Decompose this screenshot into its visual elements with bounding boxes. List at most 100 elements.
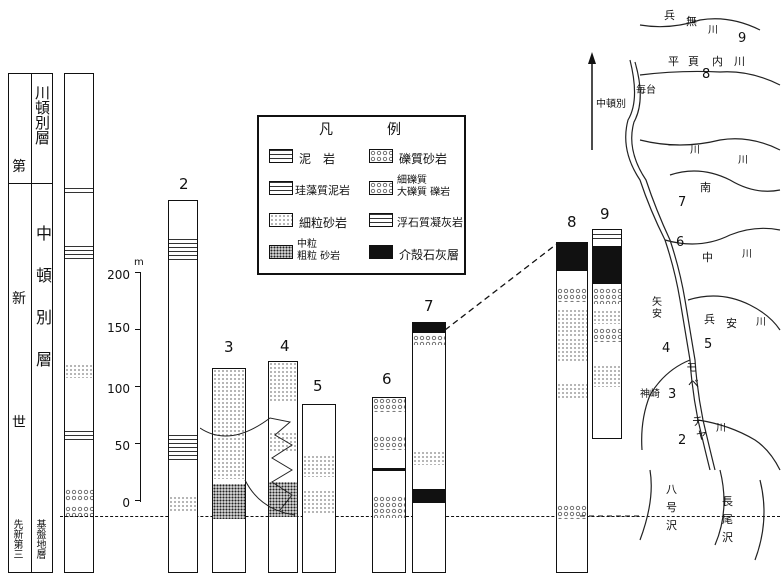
y-axis-tickmarks [135,272,140,502]
fine-sandstone-band [303,455,335,477]
section-column-8 [556,242,588,573]
legend-swatch-gravelly-sandstone [369,149,393,163]
map-label: 尾 [722,513,733,526]
base-unit-label: 基盤地層 [34,519,45,559]
era-label-middle: 新 [12,291,26,307]
map-label: 神崎 [640,389,660,400]
legend-label-gravelly-sandstone: 礫質砂岩 [399,152,448,166]
fine-sandstone-band [213,369,245,479]
y-tick-100: 100 [107,382,130,396]
conglomerate-band [65,489,93,501]
era-label-top: 第 [12,159,26,175]
coarse-sandstone-band [269,482,297,517]
base-era-label: 先新第三 [11,519,22,559]
column-number-5: 5 [313,377,323,395]
map-label: 川 [716,423,726,434]
map-label: 内 [712,55,723,68]
column-number-7: 7 [424,297,434,315]
map-label: 川 [742,249,752,260]
map-label: 沢 [722,531,733,544]
map-label: ベ [688,377,699,390]
map-label: 平 [668,55,679,68]
y-tick-200: 200 [107,268,130,282]
map-label: 兵 [704,313,715,326]
legend-label-mudstone: 泥 岩 [299,152,336,166]
legend-box: 凡 例 泥 岩 礫質砂岩 珪藻質泥岩 細礫質 大礫質 礫岩 細粒砂岩 浮石質凝灰… [257,115,466,275]
fine-sandstone-band [593,310,621,324]
section-column-9 [592,229,622,439]
fine-sandstone-band [303,490,335,515]
correlation-lines-3-4 [200,417,296,516]
legend-swatch-diatomaceous-mudstone [269,181,293,195]
legend-swatch-fine-sandstone [269,213,293,227]
unit-column [31,73,53,573]
fine-sandstone-band [593,365,621,387]
fine-sandstone-band [557,338,587,363]
section-column-5 [302,404,336,573]
map-label: 兵 [664,9,675,22]
map-label: 頁 [688,55,699,68]
map-label: 8 [702,67,711,82]
map-label: 中頓別 [596,99,626,110]
legend-label-conglomerate: 細礫質 大礫質 礫岩 [397,175,451,198]
map-label: 7 [678,195,687,210]
map-label: 安 [652,309,662,320]
map-label: 川 [690,145,700,156]
legend-swatch-mudstone [269,149,293,163]
conglomerate-band [557,288,587,302]
section-column-3 [212,368,246,573]
map-label: 川 [738,155,748,166]
shell-limestone-band [557,243,587,271]
conglomerate-band [593,288,621,304]
column-number-4: 4 [280,337,290,355]
map-label: 6 [676,235,685,250]
mudstone-band [65,186,93,196]
legend-swatch-conglomerate [369,181,393,195]
section-column-1 [64,73,94,573]
legend-swatch-pumiceous-tuff [369,213,393,227]
mudstone-band [593,232,621,242]
map-label: 川 [756,317,766,328]
column-number-6: 6 [382,370,392,388]
map-label: 号 [666,501,677,514]
map-label: 4 [662,341,671,356]
river-map [580,18,781,561]
map-label: 一 [668,139,679,152]
y-axis-line [140,272,141,502]
conglomerate-band [413,335,445,345]
shell-limestone-band [413,489,445,503]
fine-sandstone-band [557,383,587,398]
y-tick-50: 50 [114,439,130,453]
map-label: モ [686,361,697,374]
map-label: 毎台 [636,85,656,96]
map-label: ヤ [696,429,707,442]
mudstone-band [169,237,197,263]
fine-sandstone-band [269,362,297,402]
correlation-line-7-8 [444,242,559,331]
legend-swatch-coarse-sandstone [269,245,293,259]
map-label: 無 [686,15,697,28]
map-label: 3 [668,387,677,402]
shell-limestone-band [373,468,405,471]
fine-sandstone-band [65,364,93,378]
conglomerate-band [593,328,621,342]
column-number-3: 3 [224,338,234,356]
legend-label-shell-limestone: 介殻石灰層 [399,248,460,262]
y-axis-unit: m [134,257,144,268]
era-label-bottom: 世 [12,415,26,431]
map-label: 矢 [652,297,662,308]
shell-limestone-band [413,323,445,333]
fine-sandstone-band [269,432,297,452]
column-number-2: 2 [179,175,189,193]
conglomerate-band [65,506,93,518]
map-label: 八 [666,483,677,496]
legend-label-coarse-sandstone: 中粒 粗粒 砂岩 [297,239,341,262]
legend-title: 凡 例 [319,122,421,138]
column-number-8: 8 [567,213,577,231]
map-label: 5 [704,337,713,352]
legend-swatch-shell-limestone [369,245,393,259]
map-label: 南 [700,181,711,194]
section-column-6 [372,397,406,573]
fine-sandstone-band [557,309,587,337]
map-label: 9 [738,31,747,46]
